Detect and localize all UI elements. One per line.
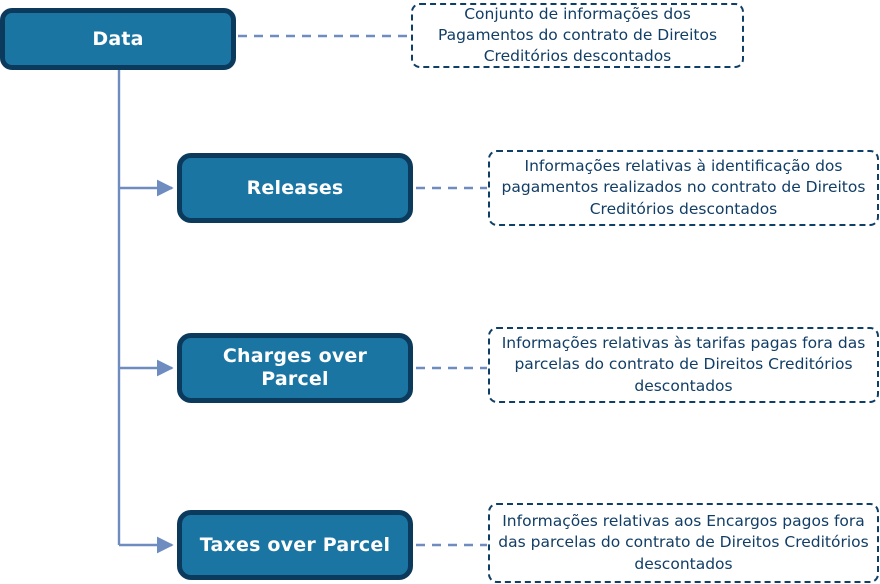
note-charges-over-parcel: Informações relativas às tarifas pagas f…	[488, 327, 879, 403]
node-taxes-over-parcel-label: Taxes over Parcel	[199, 533, 391, 556]
note-data-text: Conjunto de informações dos Pagamentos d…	[437, 4, 718, 66]
note-taxes-over-parcel-text: Informações relativas aos Encargos pagos…	[498, 512, 869, 573]
note-taxes-over-parcel: Informações relativas aos Encargos pagos…	[488, 503, 879, 583]
node-taxes-over-parcel[interactable]: Taxes over Parcel	[177, 510, 413, 580]
node-releases-label: Releases	[246, 176, 344, 199]
node-data[interactable]: Data	[0, 8, 236, 70]
node-charges-over-parcel-label: Charges over Parcel	[222, 345, 368, 390]
note-charges-over-parcel-text: Informações relativas às tarifas pagas f…	[501, 334, 866, 395]
note-releases: Informações relativas à identificação do…	[488, 150, 879, 226]
node-data-label: Data	[92, 27, 144, 50]
note-data: Conjunto de informações dos Pagamentos d…	[411, 3, 744, 68]
note-releases-text: Informações relativas à identificação do…	[501, 157, 866, 218]
node-charges-over-parcel[interactable]: Charges over Parcel	[177, 333, 413, 403]
node-releases[interactable]: Releases	[177, 153, 413, 223]
